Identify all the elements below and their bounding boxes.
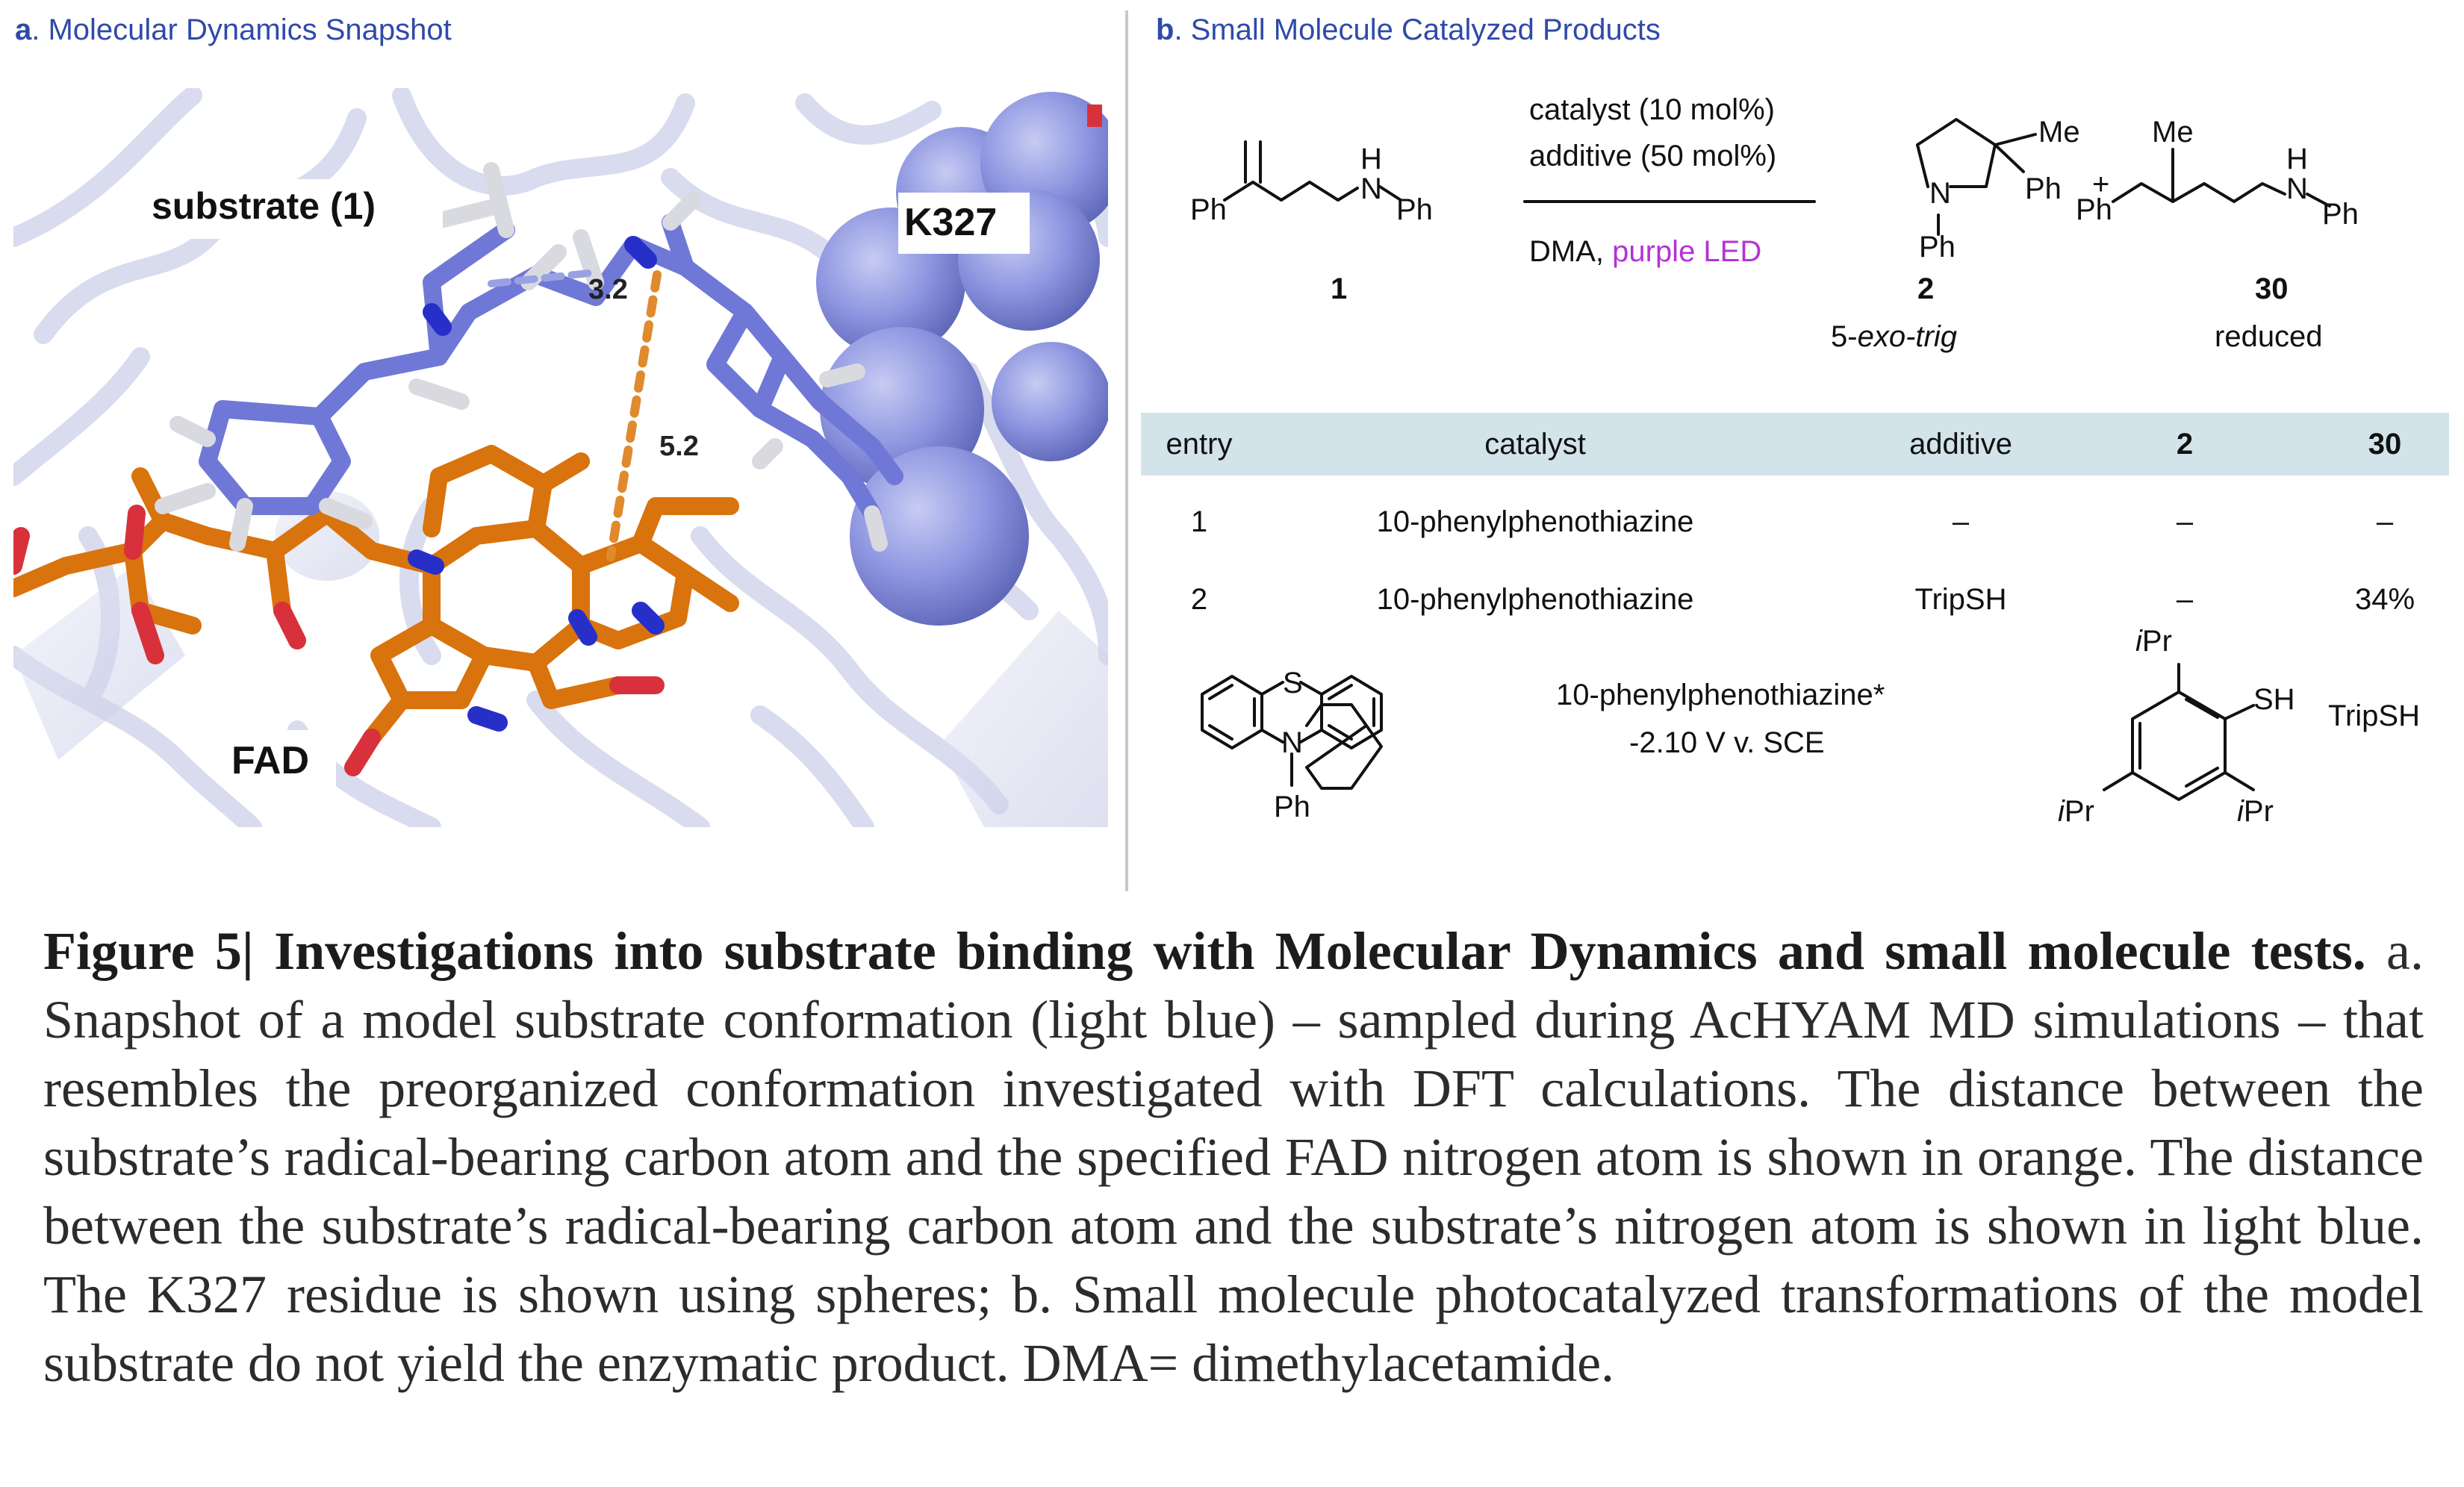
p30-chain [2112,182,2331,208]
ptz-potential: -2.10 V v. SCE [1629,726,1825,759]
panel-b-title-text: . Small Molecule Catalyzed Products [1174,13,1661,46]
figure-caption: Figure 5| Investigations into substrate … [43,917,2424,1397]
row2-yield-30: 34% [2354,583,2415,616]
row1-additive: – [1952,505,1970,538]
row2-additive: TripSH [1914,583,2007,616]
header-additive: additive [1909,428,2012,461]
header-entry: entry [1166,428,1233,461]
panel-divider [1125,10,1128,891]
plus-sign: + [2092,168,2109,201]
tripsh-structure [2103,663,2255,801]
trip-name: TripSH [2328,699,2420,732]
p2-number: 2 [1917,272,1934,305]
panel-a-letter: a [15,13,32,46]
p30-description: reduced [2215,320,2323,353]
sm-n: N [1360,172,1382,205]
row2-catalyst: 10-phenylphenothiazine [1376,583,1694,616]
panel-a-title: a. Molecular Dynamics Snapshot [15,13,452,47]
caption-body: a. Snapshot of a model substrate conform… [43,921,2424,1393]
panel-a-title-text: . Molecular Dynamics Snapshot [31,13,452,46]
substrate-molecule [155,162,903,552]
p2-n: N [1929,177,1951,210]
p2-description: 5-exo-trig [1831,320,1957,353]
substrate-label: substrate (1) [152,185,376,227]
ptz-name: 10-phenylphenothiazine* [1556,679,1885,711]
k327-label: K327 [904,201,997,244]
row2-entry: 2 [1190,583,1208,616]
ptz-n-label: N [1281,726,1303,759]
p30-me: Me [2152,116,2194,149]
condition-catalyst: catalyst (10 mol%) [1529,93,1775,126]
header-product-2: 2 [2176,428,2194,461]
p30-nh: H [2286,143,2308,175]
row1-yield-30: – [2376,505,2394,538]
header-product-30: 30 [2368,428,2402,461]
p30-ph2: Ph [2322,198,2359,231]
trip-ipr-left: iPr [2058,795,2094,828]
panel-b-letter: b [1156,13,1175,46]
p2-ph2: Ph [1919,231,1956,264]
row2-yield-2: – [2176,583,2194,616]
p30-ph1: Ph [2076,193,2112,226]
condition-additive: additive (50 mol%) [1529,140,1776,172]
distance-line-orange [606,270,662,561]
sm-alkene [1244,140,1262,184]
ptz-ph-label: Ph [1274,791,1310,823]
row1-yield-2: – [2176,505,2194,538]
panel-b-title: b. Small Molecule Catalyzed Products [1156,13,1661,47]
sm-nph-bond [1378,185,1402,202]
p2-me: Me [2038,116,2080,149]
trip-ipr-right: iPr [2237,795,2274,828]
header-catalyst: catalyst [1484,428,1586,461]
trip-ipr-top: iPr [2135,625,2172,658]
trip-sh: SH [2253,683,2295,716]
sm-nh: H [1360,143,1382,175]
p2-ph1: Ph [2025,172,2062,205]
reaction-scheme: Ph H N Ph 1 catalyst (10 mol%) additive … [1190,93,2420,828]
distance-line-blue [488,269,592,287]
distance-label-orange: 5.2 [659,431,699,462]
sm-chain [1223,181,1359,202]
row1-catalyst: 10-phenylphenothiazine [1376,505,1694,538]
phenothiazine-structure [1201,675,1383,790]
p30-n: N [2286,172,2308,205]
sm-ph1: Ph [1190,193,1227,226]
sm-number: 1 [1331,272,1347,305]
md-snapshot-image: substrate (1) K327 FAD 3.2 5.2 [13,88,1108,827]
distance-label-blue: 3.2 [588,274,628,305]
fad-label: FAD [231,739,309,782]
condition-solvent-light: DMA, purple LED [1529,235,1761,268]
fad-molecule [13,445,739,776]
p30-number: 30 [2255,272,2289,305]
sm-ph2: Ph [1396,193,1433,226]
row1-entry: 1 [1190,505,1208,538]
ptz-s-label: S [1283,667,1303,699]
caption-title: Figure 5| Investigations into substrate … [43,921,2366,981]
results-table-header [1141,413,2449,476]
